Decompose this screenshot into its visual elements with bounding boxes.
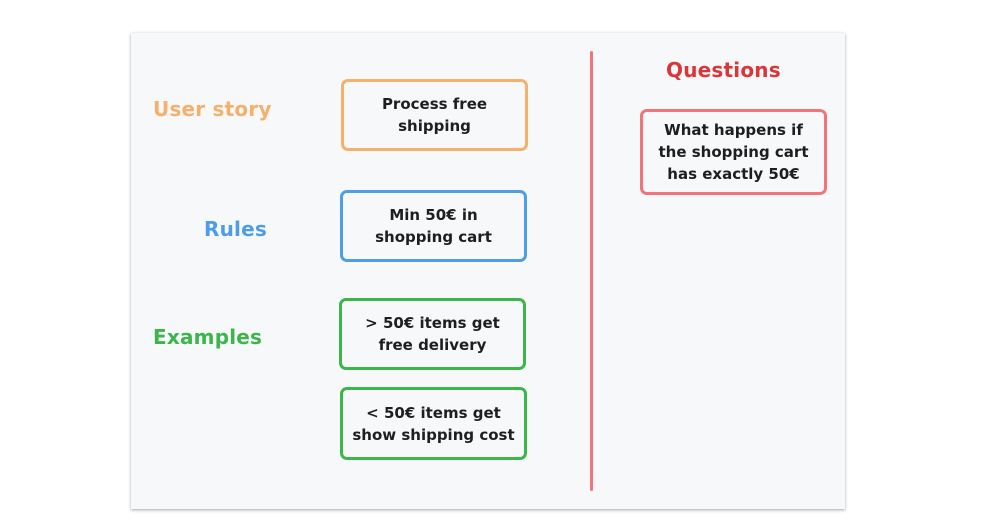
questions-label: Questions <box>666 58 781 82</box>
user-story-card[interactable]: Process free shipping <box>341 79 528 151</box>
rules-label: Rules <box>204 217 267 241</box>
rule-card[interactable]: Min 50€ in shopping cart <box>340 190 527 262</box>
examples-label: Examples <box>153 325 263 349</box>
example-card-1[interactable]: > 50€ items get free delivery <box>339 298 526 370</box>
user-story-label: User story <box>153 97 272 121</box>
question-card[interactable]: What happens if the shopping cart has ex… <box>640 109 827 195</box>
whiteboard-canvas: User story Rules Examples Process free s… <box>131 33 845 509</box>
column-divider <box>590 51 593 491</box>
example-card-2[interactable]: < 50€ items get show shipping cost <box>340 387 527 460</box>
